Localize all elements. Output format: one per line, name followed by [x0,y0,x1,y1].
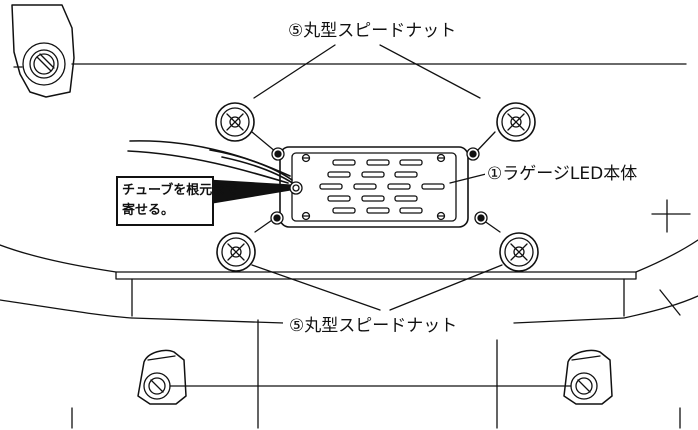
speed-nut-bottom-left [216,232,256,272]
trim-panel [115,271,681,317]
speed-nut-label-top: ⑤丸型スピードナット [284,21,461,41]
cables [127,140,295,185]
callout-line-1: チューブを根元まで [122,183,239,198]
led-body [279,146,469,228]
bottom-right-clip [563,349,613,405]
body-curves [0,239,698,319]
speed-nut-top-right [496,102,536,142]
speed-nut-bottom-right [499,232,539,272]
guide-lines [71,319,681,429]
bottom-left-clip [137,349,187,405]
leader-lines-top [253,44,481,99]
mounting-screws [270,147,488,225]
speed-nut-label-bottom: ⑤丸型スピードナット [283,316,464,336]
leader-lines-bottom [131,264,625,324]
led-corner-screws [301,153,446,221]
callout-line-2: 寄せる。 [122,203,175,218]
crosshair [651,199,691,233]
speed-nut-top-left [215,102,255,142]
led-leader [449,173,487,184]
led-slots [319,159,445,214]
tube-instruction-callout: チューブを根元まで 寄せる。 [116,176,239,226]
top-left-clip [11,4,75,98]
led-body-label: ①ラゲージLED本体 [485,164,640,184]
